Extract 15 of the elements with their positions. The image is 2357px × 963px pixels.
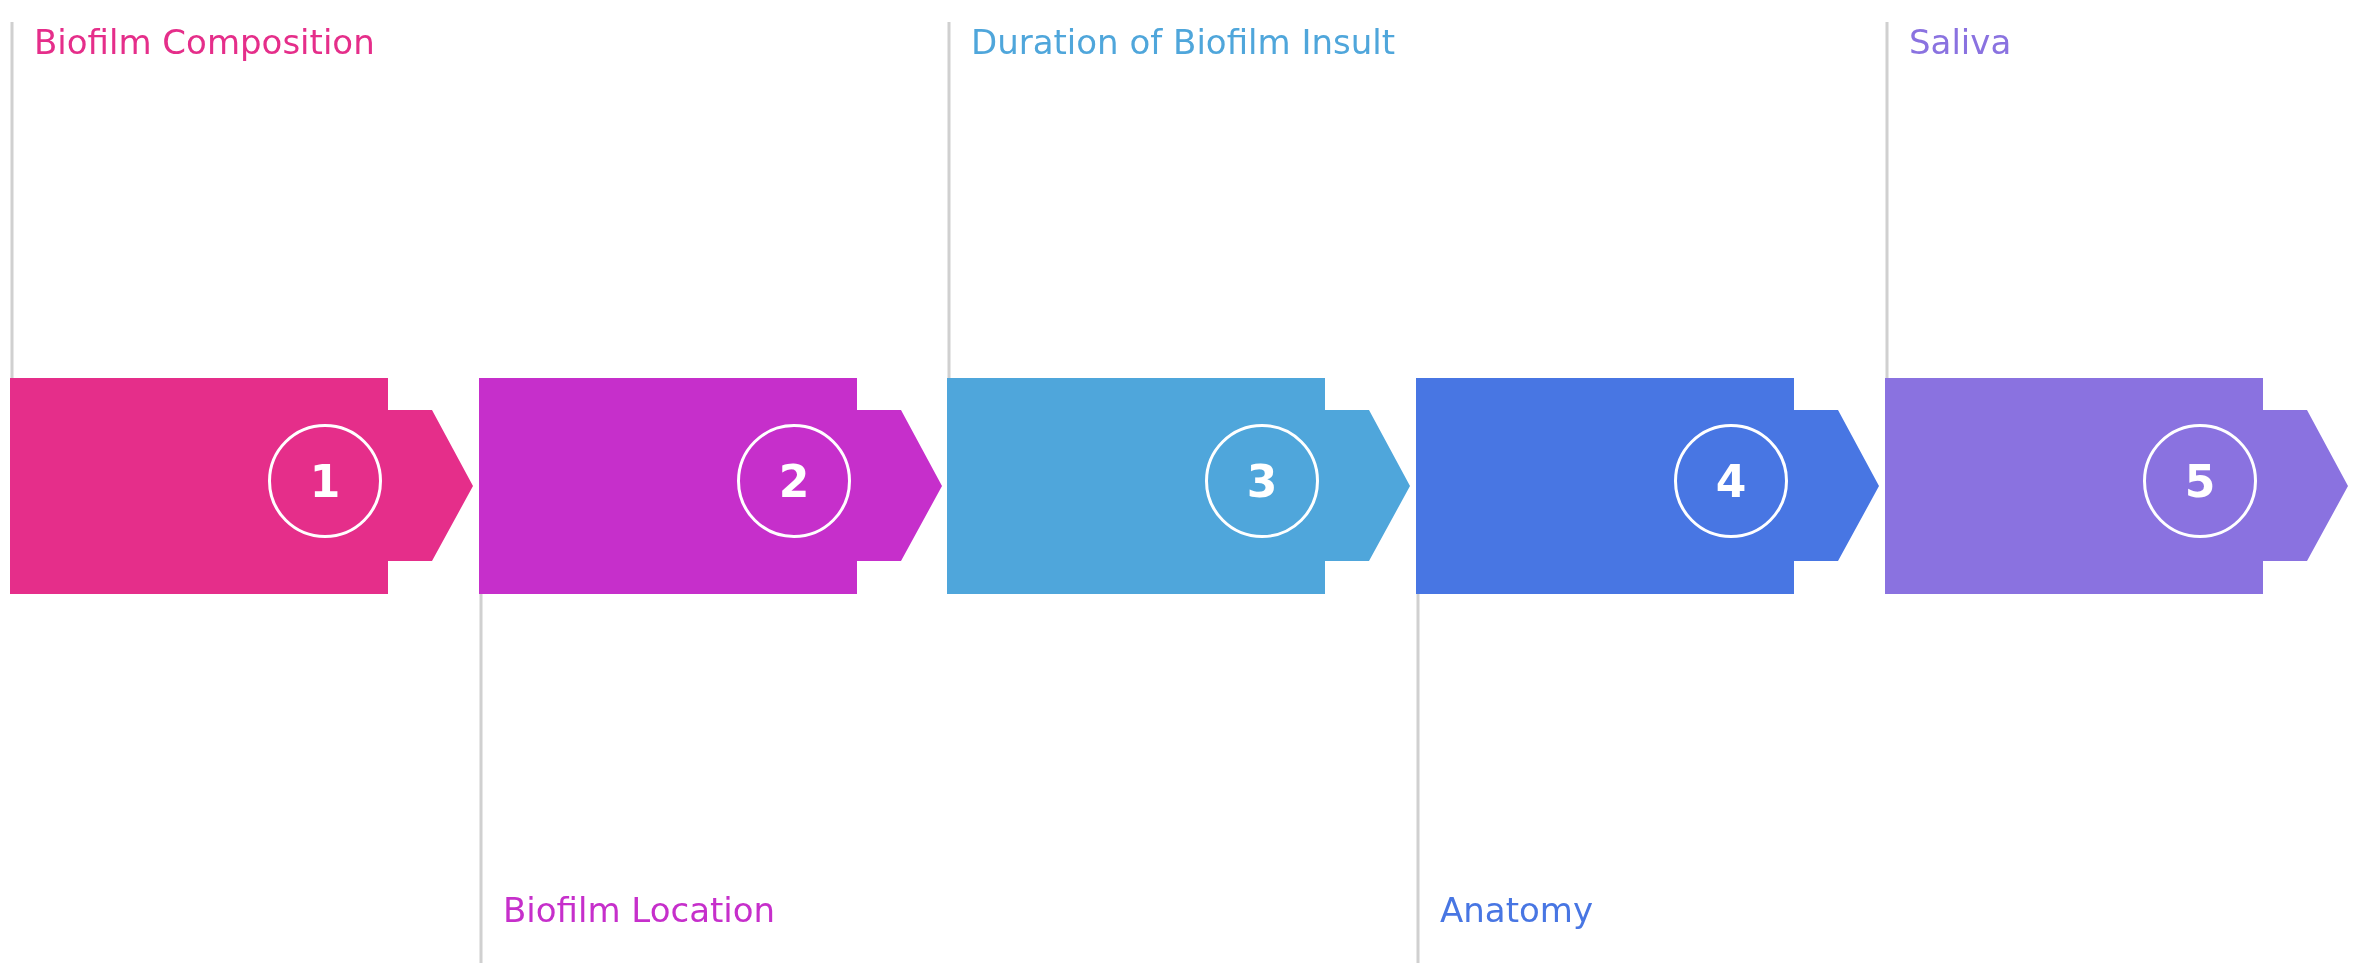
step-number-badge: 1 xyxy=(268,424,382,538)
step-label: Biofilm Location xyxy=(481,890,776,930)
step-number-badge: 2 xyxy=(737,424,851,538)
step-label: Anatomy xyxy=(1418,890,1594,930)
leader-line xyxy=(1416,594,1420,963)
step-label: Saliva xyxy=(1887,22,2012,62)
leader-line xyxy=(479,594,483,963)
leader-line xyxy=(1885,22,1889,378)
step-number-badge: 4 xyxy=(1674,424,1788,538)
step-number-badge: 5 xyxy=(2143,424,2257,538)
step-label: Biofilm Composition xyxy=(12,22,375,62)
leader-line xyxy=(10,22,14,378)
step-number-badge: 3 xyxy=(1205,424,1319,538)
step-label: Duration of Biofilm Insult xyxy=(949,22,1396,62)
leader-line xyxy=(947,22,951,378)
